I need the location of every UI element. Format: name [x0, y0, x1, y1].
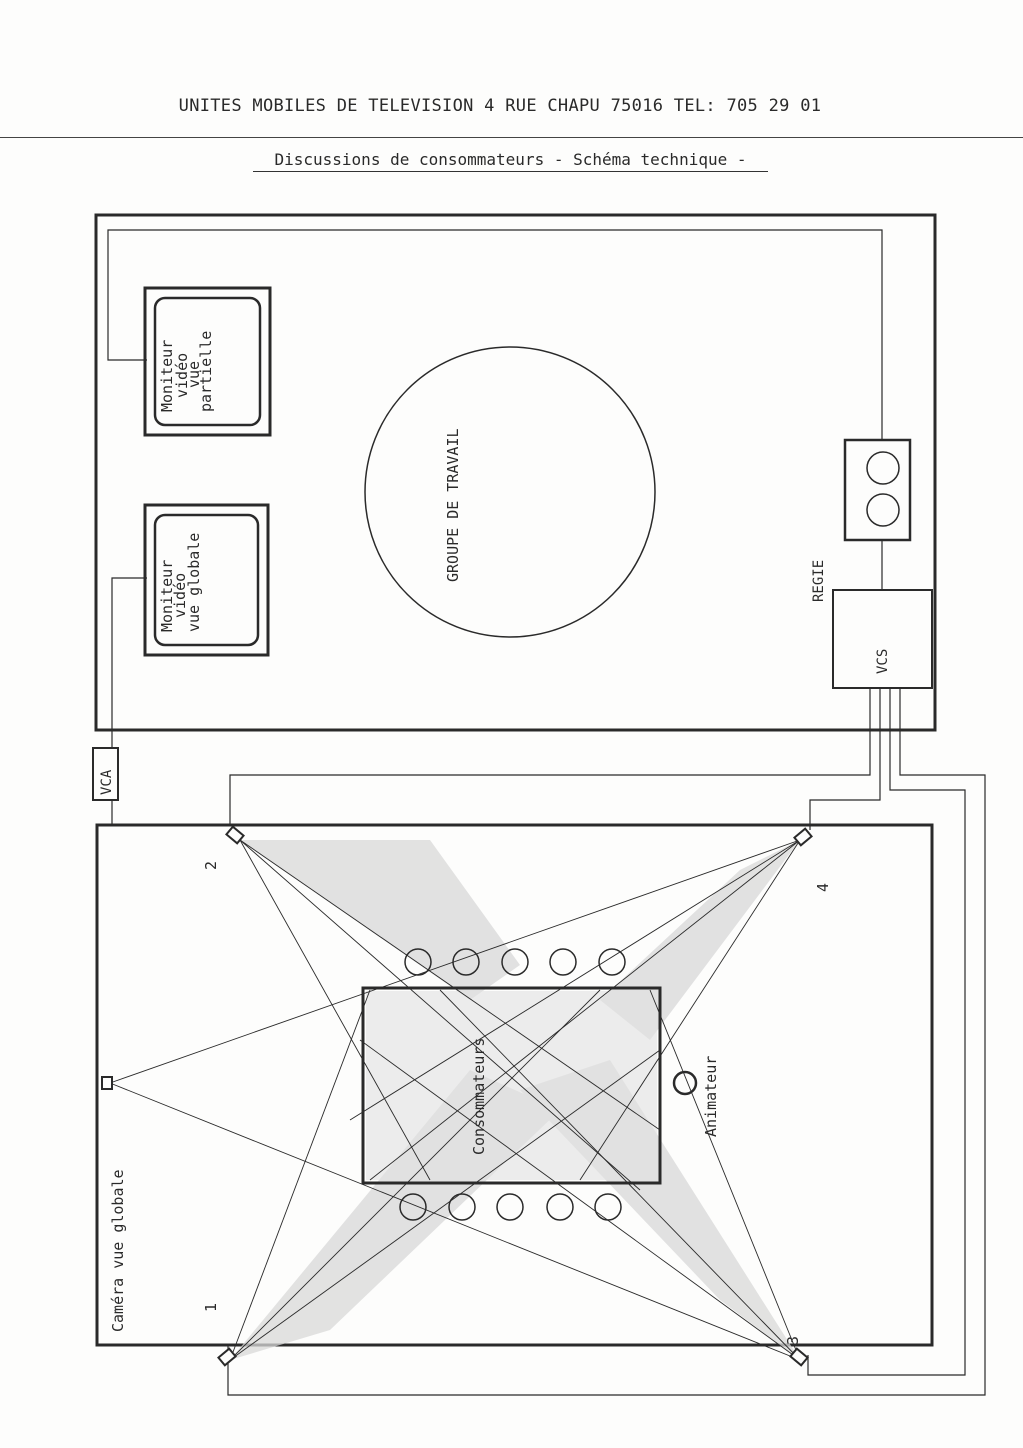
camera-3-icon: [789, 1347, 809, 1367]
letterhead: UNITES MOBILES DE TELEVISION 4 RUE CHAPU…: [178, 96, 822, 116]
camera-3-number: 3: [784, 1336, 802, 1345]
monitor-global-label: Moniteur vidéo vue globale: [158, 533, 203, 632]
consumers-label: Consommateurs: [470, 1038, 488, 1155]
moderator-seat: [672, 1070, 698, 1096]
vca-label: VCA: [99, 769, 115, 795]
video-recorder: [843, 438, 912, 542]
monitor-partial-label: Moniteur vidéo vue partielle: [158, 331, 215, 412]
camera-4-icon: [793, 827, 813, 847]
vca-box: [92, 747, 119, 801]
camera-1-number: 1: [202, 1303, 220, 1312]
camera-1-icon: [217, 1347, 237, 1367]
moderator-label: Animateur: [702, 1056, 720, 1137]
global-camera-icon: [101, 1076, 113, 1090]
global-camera-label: Caméra vue globale: [109, 1169, 127, 1332]
camera-2-number: 2: [202, 861, 220, 870]
seats-bottom: [399, 1193, 622, 1221]
work-group-label: GROUPE DE TRAVAIL: [444, 428, 462, 582]
monitor-global: [143, 503, 270, 657]
camera-4-number: 4: [814, 883, 832, 892]
studio-room: [95, 823, 934, 1347]
control-room: [94, 213, 937, 732]
work-group-circle: [364, 346, 656, 638]
seats-top: [404, 948, 626, 976]
regie-label: REGIE: [811, 560, 827, 602]
vcs-label: VCS: [875, 649, 891, 674]
header-rule: [0, 137, 1023, 138]
cable: [107, 229, 883, 440]
vcs-box: [832, 589, 933, 689]
camera-2-icon: [225, 825, 245, 845]
consumer-table: [361, 986, 662, 1185]
cable: [111, 577, 147, 825]
monitor-partial: [143, 286, 272, 437]
page-title: Discussions de consommateurs - Schéma te…: [253, 150, 768, 172]
